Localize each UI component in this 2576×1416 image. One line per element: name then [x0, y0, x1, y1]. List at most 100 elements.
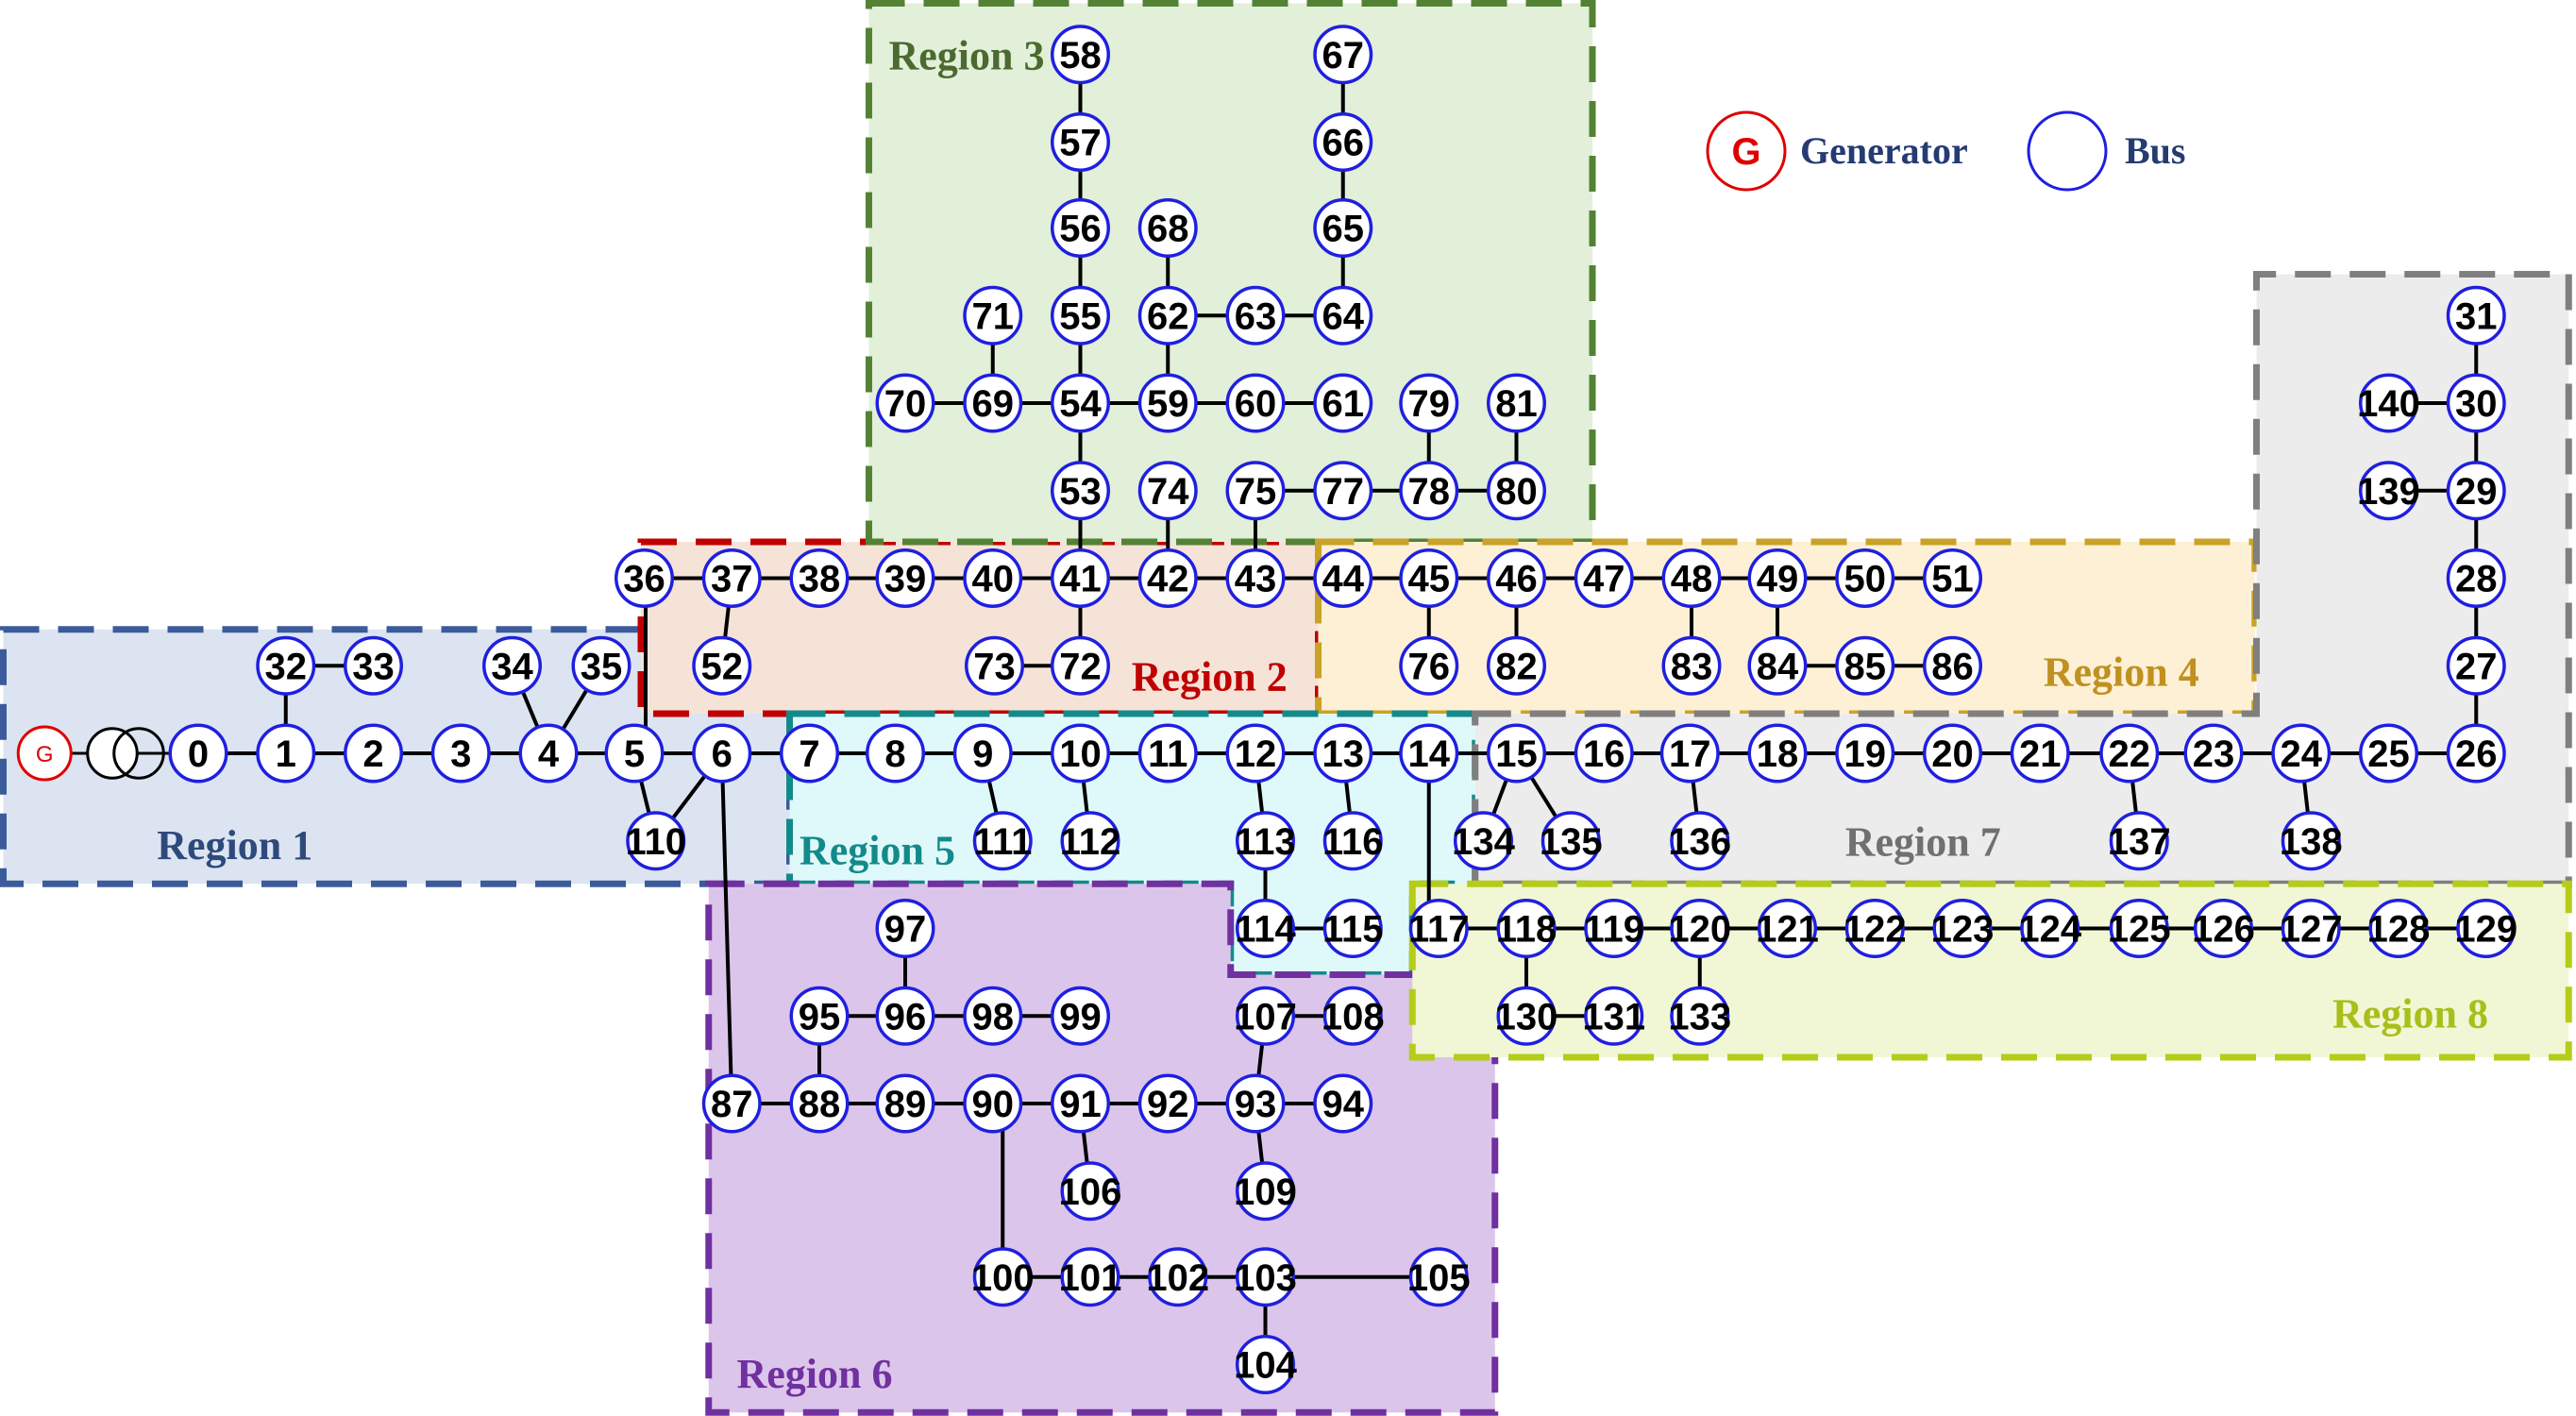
bus-22[interactable]: 22	[2099, 723, 2160, 784]
bus-12[interactable]: 12	[1225, 723, 1286, 784]
bus-21[interactable]: 21	[2010, 723, 2070, 784]
bus-74[interactable]: 74	[1137, 461, 1198, 521]
bus-89[interactable]: 89	[875, 1073, 935, 1134]
bus-125[interactable]: 125	[2108, 899, 2171, 958]
bus-119[interactable]: 119	[1583, 899, 1644, 958]
bus-69[interactable]: 69	[963, 373, 1023, 433]
bus-117[interactable]: 117	[1408, 899, 1470, 958]
bus-11[interactable]: 11	[1137, 723, 1198, 784]
bus-71[interactable]: 71	[963, 285, 1023, 346]
bus-63[interactable]: 63	[1225, 285, 1286, 346]
bus-72[interactable]: 72	[1051, 635, 1110, 696]
bus-140[interactable]: 140	[2357, 373, 2420, 433]
bus-29[interactable]: 29	[2446, 461, 2506, 521]
bus-52[interactable]: 52	[692, 635, 752, 696]
bus-91[interactable]: 91	[1051, 1073, 1110, 1134]
bus-44[interactable]: 44	[1313, 548, 1373, 608]
bus-124[interactable]: 124	[2018, 899, 2082, 958]
bus-90[interactable]: 90	[963, 1073, 1023, 1134]
bus-136[interactable]: 136	[1668, 811, 1731, 871]
bus-30[interactable]: 30	[2446, 373, 2506, 433]
bus-126[interactable]: 126	[2192, 899, 2255, 958]
bus-13[interactable]: 13	[1313, 723, 1373, 784]
bus-76[interactable]: 76	[1399, 635, 1459, 696]
bus-80[interactable]: 80	[1487, 461, 1546, 521]
bus-109[interactable]: 109	[1234, 1161, 1297, 1222]
bus-25[interactable]: 25	[2359, 723, 2418, 784]
bus-97[interactable]: 97	[875, 899, 935, 958]
bus-96[interactable]: 96	[875, 986, 935, 1046]
bus-106[interactable]: 106	[1059, 1161, 1122, 1222]
bus-26[interactable]: 26	[2446, 723, 2506, 784]
bus-28[interactable]: 28	[2446, 548, 2506, 608]
bus-14[interactable]: 14	[1399, 723, 1459, 784]
bus-37[interactable]: 37	[701, 548, 762, 608]
bus-129[interactable]: 129	[2454, 899, 2517, 958]
bus-53[interactable]: 53	[1051, 461, 1110, 521]
bus-61[interactable]: 61	[1313, 373, 1373, 433]
bus-95[interactable]: 95	[789, 986, 850, 1046]
bus-102[interactable]: 102	[1146, 1247, 1209, 1307]
bus-113[interactable]: 113	[1235, 811, 1296, 871]
bus-100[interactable]: 100	[971, 1247, 1035, 1307]
bus-7[interactable]: 7	[780, 723, 839, 784]
bus-118[interactable]: 118	[1496, 899, 1557, 958]
bus-39[interactable]: 39	[875, 548, 935, 608]
bus-31[interactable]: 31	[2446, 285, 2506, 346]
bus-101[interactable]: 101	[1059, 1247, 1122, 1307]
bus-88[interactable]: 88	[789, 1073, 850, 1134]
bus-33[interactable]: 33	[344, 635, 403, 696]
bus-68[interactable]: 68	[1137, 198, 1198, 258]
bus-130[interactable]: 130	[1495, 986, 1558, 1046]
bus-84[interactable]: 84	[1747, 635, 1808, 696]
bus-46[interactable]: 46	[1487, 548, 1546, 608]
bus-82[interactable]: 82	[1487, 635, 1546, 696]
bus-45[interactable]: 45	[1399, 548, 1459, 608]
bus-139[interactable]: 139	[2357, 461, 2420, 521]
bus-43[interactable]: 43	[1225, 548, 1286, 608]
bus-34[interactable]: 34	[482, 635, 542, 696]
bus-55[interactable]: 55	[1051, 285, 1110, 346]
bus-128[interactable]: 128	[2367, 899, 2431, 958]
bus-2[interactable]: 2	[344, 723, 403, 784]
bus-99[interactable]: 99	[1051, 986, 1110, 1046]
bus-107[interactable]: 107	[1234, 986, 1297, 1046]
bus-50[interactable]: 50	[1835, 548, 1895, 608]
bus-47[interactable]: 47	[1574, 548, 1634, 608]
bus-112[interactable]: 112	[1060, 811, 1121, 871]
bus-54[interactable]: 54	[1051, 373, 1110, 433]
bus-123[interactable]: 123	[1931, 899, 1995, 958]
bus-24[interactable]: 24	[2271, 723, 2332, 784]
bus-137[interactable]: 137	[2108, 811, 2171, 871]
bus-122[interactable]: 122	[1844, 899, 1907, 958]
bus-16[interactable]: 16	[1574, 723, 1634, 784]
bus-8[interactable]: 8	[866, 723, 925, 784]
bus-49[interactable]: 49	[1747, 548, 1808, 608]
bus-67[interactable]: 67	[1313, 25, 1373, 85]
bus-4[interactable]: 4	[518, 723, 579, 784]
bus-27[interactable]: 27	[2446, 635, 2506, 696]
bus-115[interactable]: 115	[1322, 899, 1384, 958]
bus-1[interactable]: 1	[256, 723, 316, 784]
bus-98[interactable]: 98	[963, 986, 1023, 1046]
bus-138[interactable]: 138	[2280, 811, 2343, 871]
bus-42[interactable]: 42	[1137, 548, 1198, 608]
bus-111[interactable]: 111	[972, 811, 1033, 871]
bus-94[interactable]: 94	[1313, 1073, 1373, 1134]
bus-51[interactable]: 51	[1923, 548, 1982, 608]
bus-64[interactable]: 64	[1313, 285, 1373, 346]
bus-48[interactable]: 48	[1661, 548, 1722, 608]
bus-127[interactable]: 127	[2280, 899, 2343, 958]
bus-62[interactable]: 62	[1137, 285, 1198, 346]
bus-66[interactable]: 66	[1313, 112, 1373, 172]
bus-19[interactable]: 19	[1835, 723, 1895, 784]
bus-110[interactable]: 110	[625, 811, 686, 871]
bus-120[interactable]: 120	[1668, 899, 1731, 958]
bus-38[interactable]: 38	[789, 548, 850, 608]
bus-86[interactable]: 86	[1923, 635, 1982, 696]
bus-15[interactable]: 15	[1487, 723, 1546, 784]
bus-20[interactable]: 20	[1923, 723, 1982, 784]
bus-104[interactable]: 104	[1234, 1335, 1298, 1394]
bus-6[interactable]: 6	[692, 723, 752, 784]
bus-108[interactable]: 108	[1322, 986, 1385, 1046]
